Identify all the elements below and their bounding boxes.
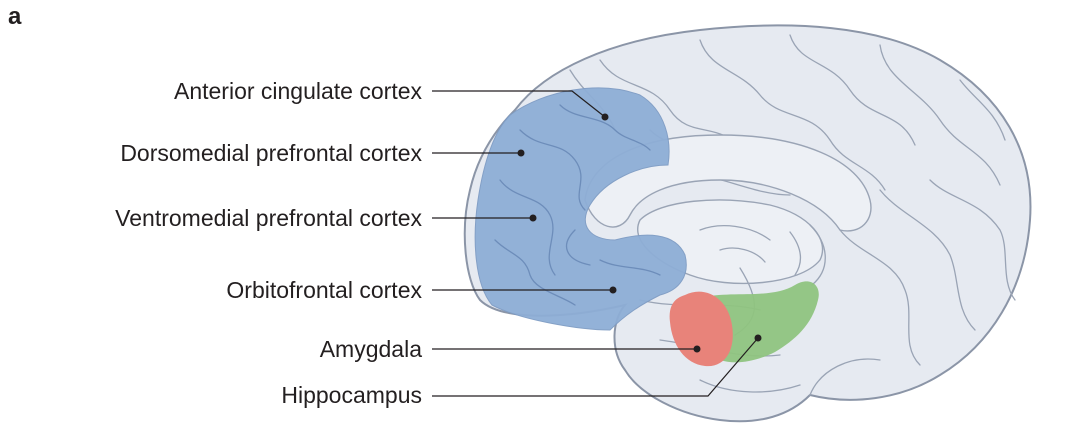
label-text: Amygdala <box>320 336 422 362</box>
leader-dot <box>609 286 617 294</box>
label-hippocampus: Hippocampus <box>281 334 762 408</box>
label-text: Ventromedial prefrontal cortex <box>115 205 422 231</box>
leader-line <box>432 337 759 397</box>
brain-illustration <box>463 24 1032 423</box>
panel-letter: a <box>8 3 22 30</box>
leader-dot <box>517 149 525 157</box>
label-anterior-cingulate-cortex: Anterior cingulate cortex <box>174 78 609 121</box>
leader-line <box>432 90 606 118</box>
leader-dot <box>601 113 609 121</box>
label-text: Hippocampus <box>281 382 422 408</box>
label-amygdala: Amygdala <box>320 336 701 362</box>
amygdala-region <box>669 291 733 367</box>
label-text: Orbitofrontal cortex <box>226 277 422 303</box>
label-dorsomedial-prefrontal-cortex: Dorsomedial prefrontal cortex <box>120 140 525 166</box>
leader-dot <box>529 214 537 222</box>
label-orbitofrontal-cortex: Orbitofrontal cortex <box>226 277 617 303</box>
leader-dot <box>754 334 762 342</box>
label-text: Anterior cingulate cortex <box>174 78 423 104</box>
label-text: Dorsomedial prefrontal cortex <box>120 140 422 166</box>
leader-dot <box>693 345 701 353</box>
label-ventromedial-prefrontal-cortex: Ventromedial prefrontal cortex <box>115 205 537 231</box>
